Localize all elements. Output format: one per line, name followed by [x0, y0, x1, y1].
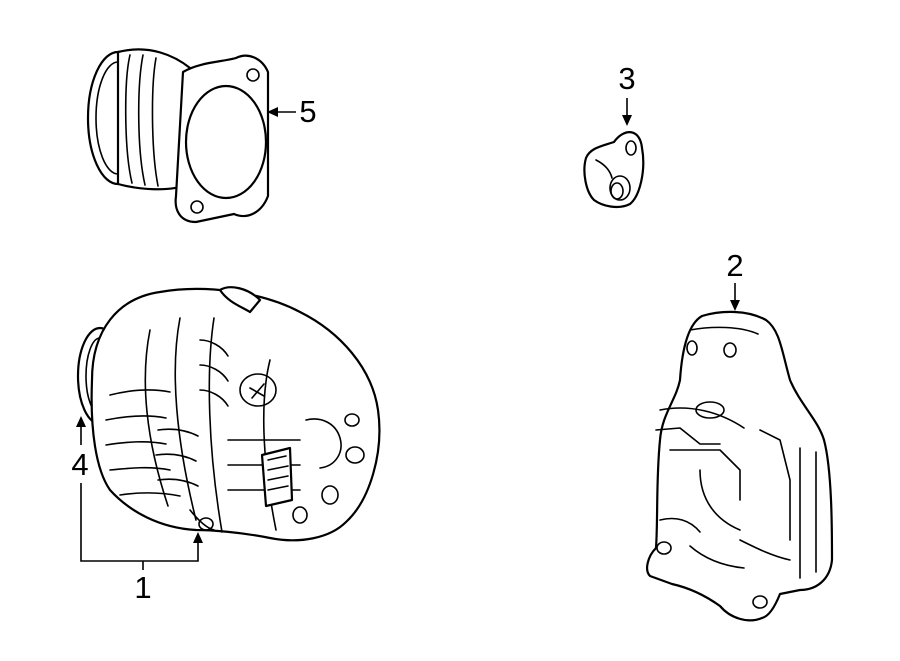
callout-4: 4 — [71, 447, 88, 482]
leader-4 — [76, 416, 86, 445]
callout-1: 1 — [134, 570, 151, 605]
part-5-front-housing — [86, 48, 270, 224]
part-2-mounting-bracket — [646, 310, 834, 622]
callout-3: 3 — [618, 61, 635, 96]
callout-2: 2 — [726, 248, 743, 283]
leader-2 — [730, 283, 740, 311]
part-3-bracket — [583, 131, 645, 209]
leader-1 — [80, 483, 203, 570]
leader-3 — [622, 98, 632, 126]
leader-5 — [267, 107, 296, 117]
part-1-alternator — [76, 286, 381, 542]
callout-5: 5 — [299, 94, 316, 129]
